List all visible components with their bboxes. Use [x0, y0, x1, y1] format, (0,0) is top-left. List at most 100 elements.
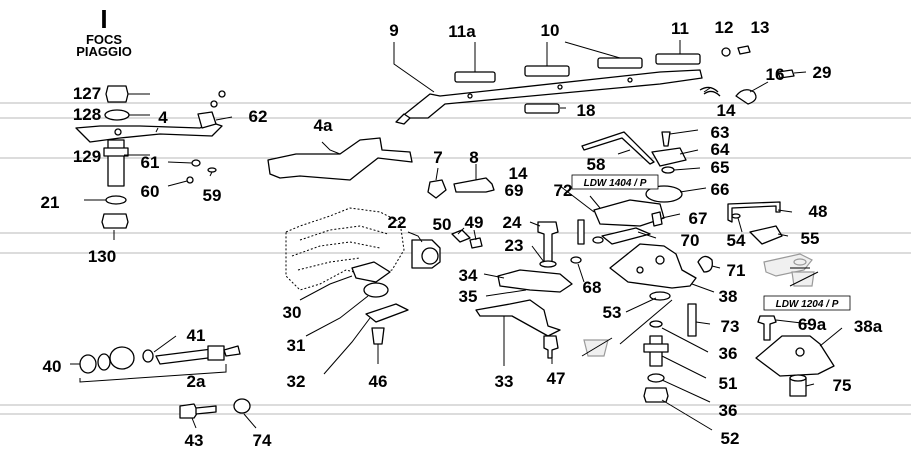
callout-66: 66	[711, 180, 730, 199]
callout-55: 55	[801, 229, 820, 248]
callout-50: 50	[433, 215, 452, 234]
part-nut-12	[721, 47, 731, 57]
part-washer-128	[104, 109, 130, 121]
callout-22: 22	[388, 213, 407, 232]
part-pad-11a	[454, 71, 496, 83]
callout-73: 73	[721, 317, 740, 336]
callout-59: 59	[203, 186, 222, 205]
callout-14b: 14	[509, 164, 528, 183]
callout-67: 67	[689, 209, 708, 228]
part-bracket-33	[475, 299, 561, 337]
callout-8: 8	[469, 148, 478, 167]
callout-13: 13	[751, 18, 770, 37]
callout-14a: 14	[717, 101, 736, 120]
part-pad-10b	[597, 57, 643, 69]
part-bracket-30	[351, 261, 391, 283]
callout-36a: 36	[719, 344, 738, 363]
callout-9: 9	[389, 21, 398, 40]
part-screw-29	[777, 69, 795, 79]
callout-60: 60	[141, 182, 160, 201]
callout-29: 29	[813, 63, 832, 82]
part-plate-38	[609, 243, 697, 289]
callout-31: 31	[287, 336, 306, 355]
leader-lines	[70, 40, 843, 431]
part-rod-48	[727, 201, 781, 223]
part-ring-71	[697, 255, 713, 273]
part-rod-58	[581, 131, 655, 165]
callout-24: 24	[503, 213, 522, 232]
part-screw-49	[469, 237, 483, 249]
section-header: I FOCS PIAGGIO	[76, 4, 132, 59]
part-screw-8	[453, 177, 495, 193]
variant-text-ldw1204: LDW 1204 / P	[776, 299, 839, 310]
part-screw-50	[451, 229, 471, 243]
callout-53: 53	[603, 303, 622, 322]
part-nut-7	[427, 179, 447, 199]
cross-out-mark-1	[581, 337, 613, 357]
scan-lines	[0, 102, 911, 415]
header-line-1: FOCS	[86, 32, 122, 47]
part-bolt-127	[105, 85, 129, 103]
part-link-32	[365, 303, 409, 323]
part-pad-10a	[524, 65, 570, 77]
part-pad-11	[655, 53, 701, 65]
callout-2a: 2a	[187, 372, 206, 391]
callout-72: 72	[554, 181, 573, 200]
part-screw-47	[543, 335, 559, 359]
callout-47: 47	[547, 369, 566, 388]
callout-16: 16	[766, 65, 785, 84]
callout-64: 64	[711, 140, 730, 159]
part-lever-34	[497, 269, 573, 293]
part-washer-53	[649, 291, 671, 301]
part-lever-4a	[267, 137, 413, 181]
variant-text-ldw1404: LDW 1404 / P	[584, 178, 647, 189]
part-washer-36b	[647, 373, 665, 383]
callout-30: 30	[283, 303, 302, 322]
callout-32: 32	[287, 372, 306, 391]
callout-21: 21	[41, 193, 60, 212]
part-ring-60	[186, 176, 194, 184]
callout-11a: 11a	[448, 22, 476, 41]
callout-58: 58	[587, 155, 606, 174]
callout-10: 10	[541, 21, 560, 40]
callout-12: 12	[715, 18, 734, 37]
callout-48: 48	[809, 202, 828, 221]
callout-128: 128	[73, 105, 101, 124]
callout-38: 38	[719, 287, 738, 306]
part-screw-24	[537, 221, 559, 263]
part-spring-16	[735, 89, 757, 105]
callout-34: 34	[459, 266, 478, 285]
part-bracket-bar	[399, 69, 703, 119]
callout-70: 70	[681, 231, 700, 250]
variant-label-ldw1204: LDW 1204 / P	[763, 295, 851, 311]
part-washer-23	[539, 260, 557, 268]
part-washer-54	[731, 213, 741, 219]
callout-33: 33	[495, 372, 514, 391]
callout-71: 71	[727, 261, 746, 280]
callout-40: 40	[43, 357, 62, 376]
part-block-62	[197, 111, 217, 129]
part-screw-69a	[757, 315, 777, 341]
part-lever-4	[75, 121, 223, 143]
callout-75: 75	[833, 376, 852, 395]
part-washer-61	[191, 159, 201, 167]
variant-label-ldw1404: LDW 1404 / P	[571, 174, 659, 190]
callout-69: 69	[505, 181, 524, 200]
part-stud-73	[687, 303, 697, 337]
part-bolt-43	[179, 403, 199, 419]
part-injector-group	[79, 345, 241, 374]
callout-38a: 38a	[854, 317, 883, 336]
part-nut-130	[101, 213, 129, 229]
part-washer-65	[661, 166, 675, 174]
callout-61: 61	[141, 153, 160, 172]
callout-54: 54	[727, 231, 746, 250]
part-spring-14	[699, 86, 721, 97]
callout-74: 74	[253, 431, 272, 450]
callout-36b: 36	[719, 401, 738, 420]
callout-7: 7	[433, 148, 442, 167]
part-plate-38a	[755, 335, 835, 377]
part-screw-13	[737, 45, 751, 55]
part-screw-46	[371, 327, 385, 345]
